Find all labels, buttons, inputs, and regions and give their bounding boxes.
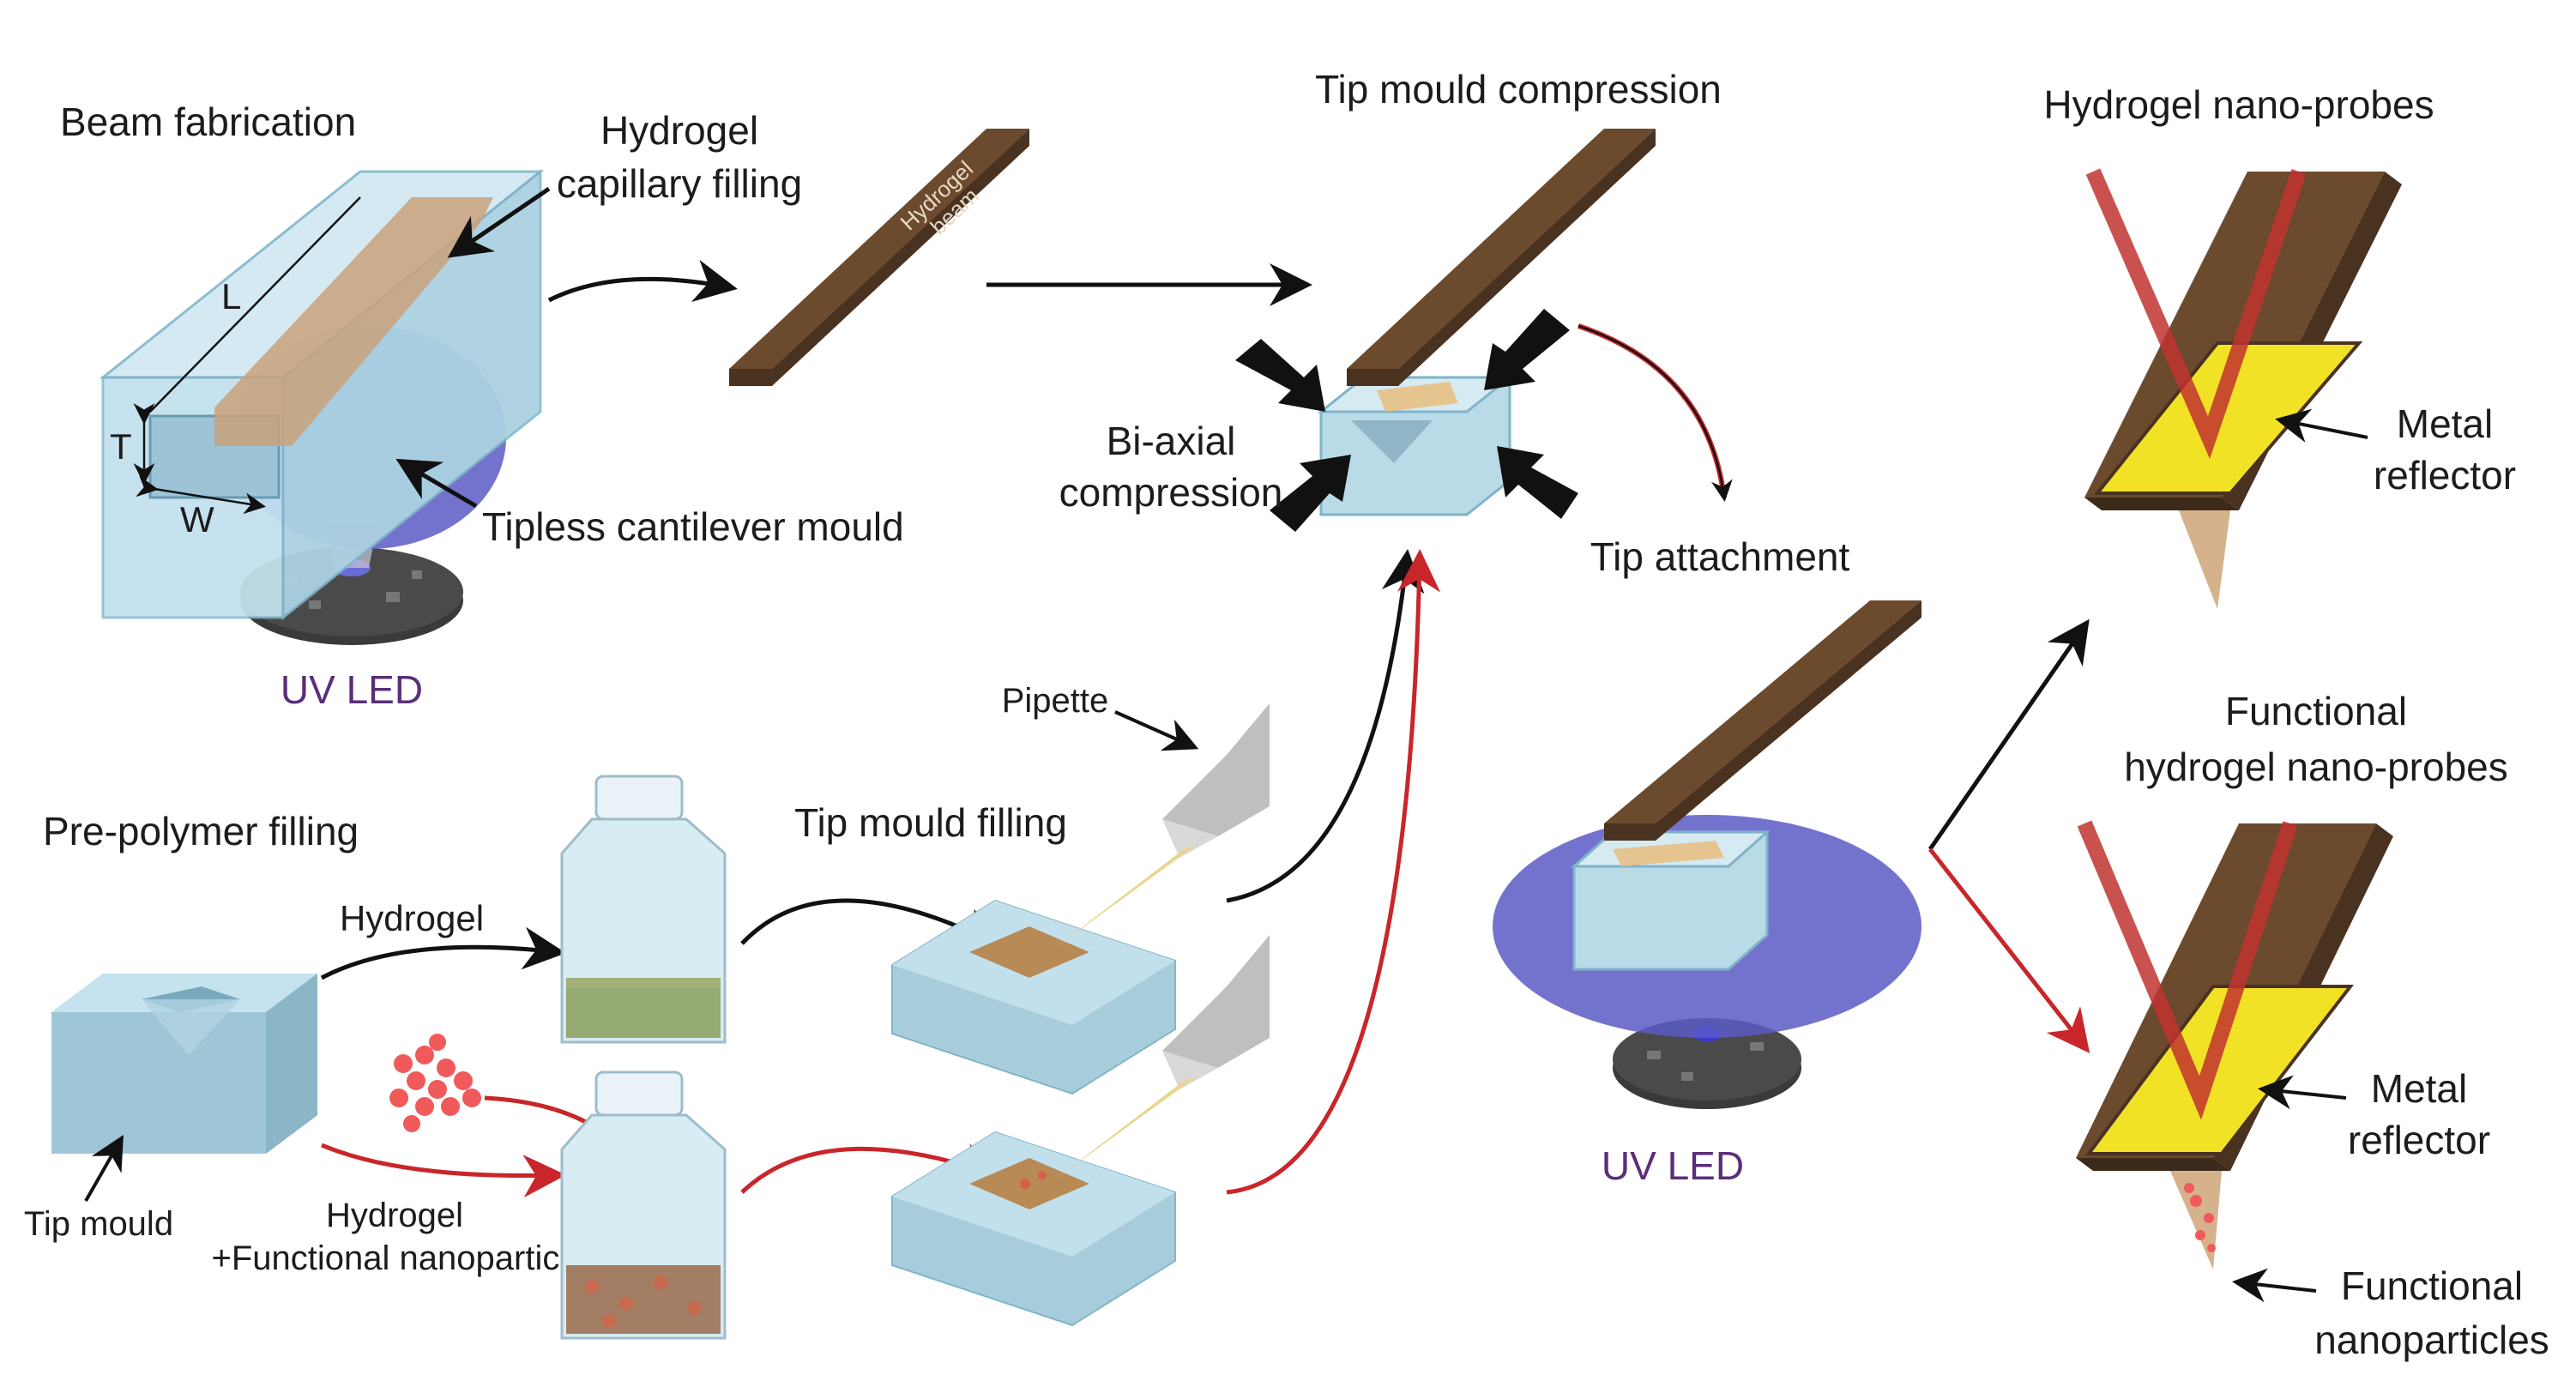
functional-vial xyxy=(560,1070,727,1340)
tip-mould-compression-section: Tip mould compression Bi-axial compressi… xyxy=(1059,67,1722,532)
laser-beam-top xyxy=(2085,168,2307,459)
arrow-to-functional-probe xyxy=(1928,847,2090,1053)
metal-reflector-bottom-arrow xyxy=(2258,1075,2347,1110)
probe-tip-bottom xyxy=(2170,1171,2222,1269)
arrow-functional-path xyxy=(321,1143,566,1198)
hydrogel-nano-probes-label: Hydrogel nano-probes xyxy=(2043,82,2434,127)
biaxial-compression-label-2: compression xyxy=(1059,470,1283,515)
tip-mould-filled-2 xyxy=(891,1131,1176,1327)
hydrogel-functional-label-2: +Functional nanoparticles xyxy=(212,1239,604,1277)
hydrogel-capillary-filling-label-1: Hydrogel xyxy=(600,108,758,153)
metal-reflector-top xyxy=(2093,341,2363,495)
uv-led-label-1: UV LED xyxy=(281,667,423,712)
dim-T-label: T xyxy=(110,426,132,467)
pipette-icon-2 xyxy=(1055,935,1270,1179)
tip-nanoparticles xyxy=(2184,1183,2216,1252)
beam-fabrication-label: Beam fabrication xyxy=(60,100,356,144)
tip-mould-arrow xyxy=(84,1135,124,1202)
dim-W-line xyxy=(136,475,266,515)
arrow-hydrogel-path xyxy=(320,926,566,980)
metal-reflector-bottom-label-1: Metal xyxy=(2371,1066,2467,1111)
hydrogel-capillary-filling-label-2: capillary filling xyxy=(557,161,802,206)
metal-reflector-top-label-2: reflector xyxy=(2374,453,2516,498)
tip-mould-filling-label: Tip mould filling xyxy=(794,800,1067,845)
arrow-to-beam xyxy=(547,259,738,303)
probe-tip-top xyxy=(2179,510,2230,609)
tip-mould-compression-label: Tip mould compression xyxy=(1315,67,1722,112)
dim-W-label: W xyxy=(180,499,214,540)
laser-beam-bottom xyxy=(2077,820,2298,1120)
metal-reflector-bottom-label-2: reflector xyxy=(2348,1118,2490,1162)
functional-nanoparticles-arrow xyxy=(2232,1268,2317,1303)
functional-nanoparticles-right-label-2: nanoparticles xyxy=(2314,1318,2549,1362)
pre-polymer-filling-label: Pre-polymer filling xyxy=(43,809,359,853)
dim-L-line xyxy=(149,196,361,413)
pipette-label: Pipette xyxy=(1002,682,1109,720)
tipless-cantilever-mould-label: Tipless cantilever mould xyxy=(482,504,904,549)
tip-attachment-label: Tip attachment xyxy=(1590,534,1850,579)
functional-nano-probe: Metal reflector Functional nanoparticles xyxy=(2076,820,2549,1362)
uv-led-icon-2 xyxy=(1613,1018,1801,1109)
functional-nanoparticles-right-label-1: Functional xyxy=(2341,1263,2523,1308)
uv-led-label-2: UV LED xyxy=(1602,1143,1744,1188)
arrow-filled1-to-compression xyxy=(1226,549,1425,903)
arrow-filled2-to-compression xyxy=(1226,549,1441,1195)
hydrogel-functional-label-1: Hydrogel xyxy=(326,1197,463,1234)
tip-mould-label: Tip mould xyxy=(24,1205,173,1243)
cantilever-mould-arrow xyxy=(395,458,478,509)
compression-arrow-right-top xyxy=(1484,309,1570,390)
beam-fabrication-section: Beam fabrication Hydrogel capillary fill… xyxy=(60,100,904,712)
arrow-compression-to-attachment xyxy=(1578,323,1727,498)
hydrogel-vial xyxy=(560,775,727,1044)
hydrogel-path-label: Hydrogel xyxy=(340,898,484,938)
pipette-arrow xyxy=(1114,710,1199,751)
hydrogel-nano-probe: Hydrogel nano-probes Metal reflector xyxy=(2043,82,2516,609)
tip-attachment-section: UV LED xyxy=(1493,600,1921,1188)
pre-polymer-filling-section: Pre-polymer filling Tip mould Hydrogel H… xyxy=(24,549,1441,1340)
functional-probes-label-1: Functional xyxy=(2225,689,2407,733)
metal-reflector-top-label-1: Metal xyxy=(2397,401,2493,446)
functional-probes-label-2: hydrogel nano-probes xyxy=(2124,745,2508,789)
biaxial-compression-label-1: Bi-axial xyxy=(1107,419,1236,463)
compression-arrow-left-top xyxy=(1235,339,1325,412)
tip-mould-filled-1 xyxy=(891,899,1176,1095)
dim-L-label: L xyxy=(221,276,241,317)
capillary-filling-arrow xyxy=(447,186,551,258)
compression-arrow-left-bottom xyxy=(1270,455,1351,532)
pipette-icon-1 xyxy=(1055,703,1270,948)
nanoparticle-cluster xyxy=(389,1034,481,1132)
compression-arrow-right-bottom xyxy=(1497,446,1578,519)
tip-mould-cube xyxy=(51,974,317,1154)
arrow-to-hydrogel-probe xyxy=(1927,618,2090,851)
arrow-vial1-to-mould xyxy=(740,898,1003,948)
metal-reflector-top-arrow xyxy=(2275,408,2368,443)
